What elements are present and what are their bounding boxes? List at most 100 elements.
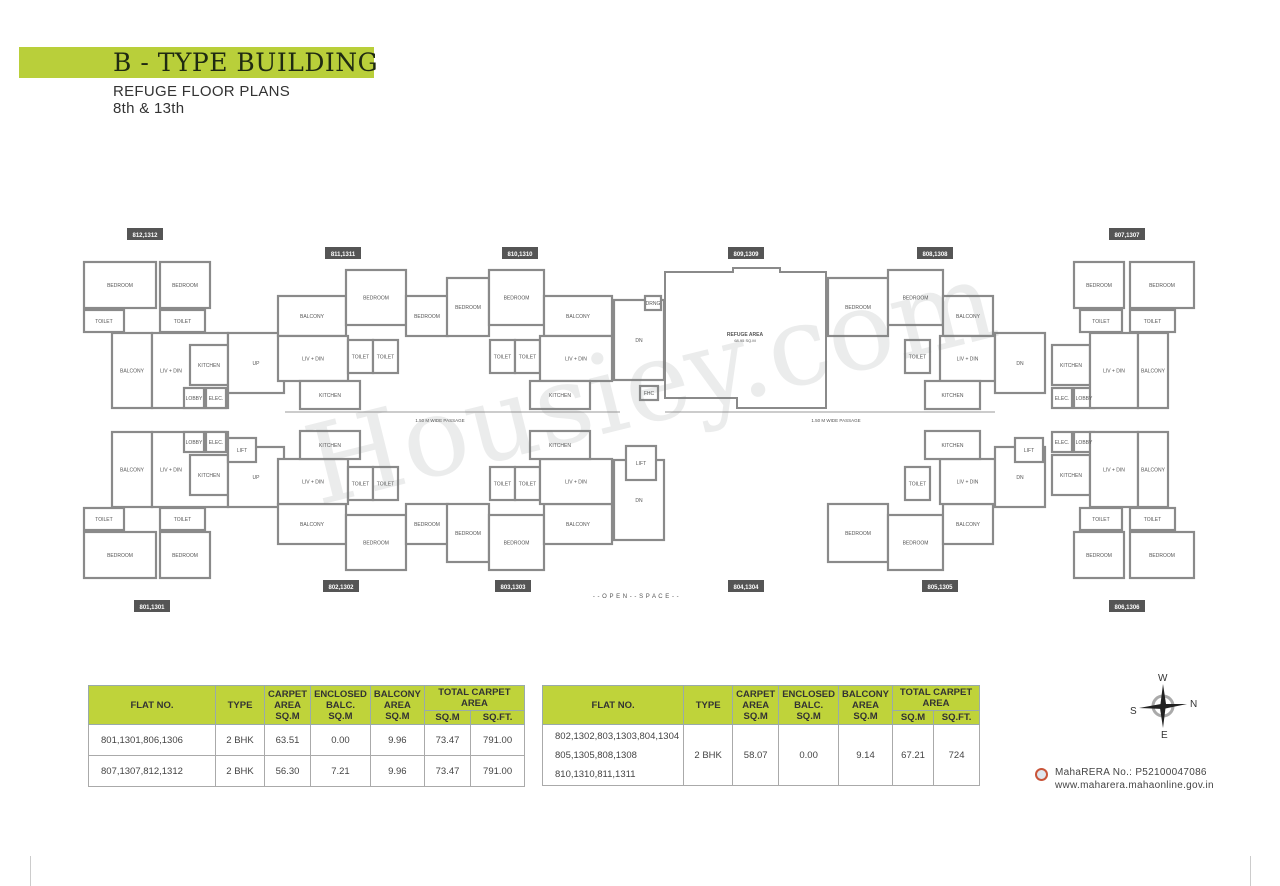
room-label-toilet: TOILET <box>352 482 369 488</box>
passage-label-right: 1.50 M WIDE PASSAGE <box>811 418 860 423</box>
room-label-toilet: TOILET <box>377 482 394 488</box>
cell-total-sqft: 791.00 <box>470 724 525 756</box>
room-kitchen <box>188 453 230 497</box>
passage-label-left: 1.50 M WIDE PASSAGE <box>415 418 464 423</box>
room-label-dn: DN <box>1016 361 1024 367</box>
room-toilet <box>1128 506 1177 532</box>
cell-total-sqm: 73.47 <box>423 724 472 756</box>
room-kitchen <box>528 379 592 411</box>
room-label-drng: DRNG <box>646 301 661 307</box>
room-label-balcony: BALCONY <box>956 522 981 528</box>
th-type: TYPE <box>683 685 734 725</box>
room-label-elec: ELEC. <box>209 440 223 446</box>
room-up <box>226 331 286 395</box>
room-toilet <box>371 465 400 502</box>
flat-tag <box>728 247 764 259</box>
room-living <box>538 334 614 383</box>
page-title: B - TYPE BUILDING <box>113 48 379 77</box>
room-lobby <box>182 386 206 410</box>
room-elec <box>204 430 228 454</box>
rera-number: MahaRERA No.: P52100047086 <box>1055 767 1207 778</box>
flat-tag <box>495 580 531 592</box>
room-living <box>538 457 614 506</box>
room-label-living: LIV + DIN <box>302 480 324 486</box>
room-bedroom <box>82 260 158 310</box>
rera-info: MahaRERA No.: P52100047086 www.maharera.… <box>1055 766 1214 792</box>
cell-type: 2 BHK <box>215 755 265 787</box>
room-label-bedroom: BEDROOM <box>455 531 481 537</box>
room-label-bedroom: BEDROOM <box>903 296 929 302</box>
room-label-balcony: BALCONY <box>120 369 145 375</box>
th-flat-no: FLAT NO. <box>88 685 216 725</box>
room-balcony <box>1136 430 1170 509</box>
flat-tag-label: 808,1308 <box>922 252 948 258</box>
divider <box>1250 856 1251 886</box>
refuge-area-size: 68.95 SQ.M <box>734 338 755 343</box>
cell-balcony: 9.96 <box>369 724 425 756</box>
room-label-balcony: BALCONY <box>300 314 325 320</box>
floor-numbers: 8th & 13th <box>113 100 185 117</box>
room-label-toilet: TOILET <box>494 482 511 488</box>
room-bedroom <box>344 268 408 327</box>
room-label-living: LIV + DIN <box>160 369 182 375</box>
room-dn <box>612 298 666 382</box>
refuge-area <box>664 267 827 409</box>
room-label-bedroom: BEDROOM <box>903 541 929 547</box>
room-label-lift: LIFT <box>237 448 247 454</box>
room-kitchen <box>298 429 362 461</box>
room-kitchen <box>923 379 982 411</box>
room-label-bedroom: BEDROOM <box>414 522 440 528</box>
room-label-living: LIV + DIN <box>160 468 182 474</box>
room-toilet <box>371 338 400 375</box>
th-sqm: SQ.M <box>423 710 472 725</box>
room-bedroom <box>445 276 491 338</box>
room-label-bedroom: BEDROOM <box>504 296 530 302</box>
room-label-dn: DN <box>635 338 643 344</box>
room-living <box>276 457 350 506</box>
room-label-bedroom: BEDROOM <box>1086 283 1112 289</box>
room-balcony <box>110 430 154 509</box>
page-subtitle: REFUGE FLOOR PLANS <box>113 83 291 100</box>
room-living <box>938 457 997 506</box>
room-label-toilet: TOILET <box>909 355 926 361</box>
room-bedroom <box>826 276 890 338</box>
room-label-bedroom: BEDROOM <box>107 283 133 289</box>
room-label-balcony: BALCONY <box>956 314 981 320</box>
room-label-kitchen: KITCHEN <box>942 393 964 399</box>
flat-tag-label: 812,1312 <box>132 233 158 239</box>
room-label-living: LIV + DIN <box>957 357 979 363</box>
room-label-bedroom: BEDROOM <box>455 305 481 311</box>
flat-tag <box>1109 600 1145 612</box>
room-bedroom <box>1072 530 1126 580</box>
room-label-up: UP <box>253 475 261 481</box>
flat-tag <box>325 247 361 259</box>
room-balcony <box>276 502 348 546</box>
flat-tag <box>728 580 764 592</box>
room-fhc <box>638 384 660 402</box>
room-label-bedroom: BEDROOM <box>414 314 440 320</box>
room-label-bedroom: BEDROOM <box>363 541 389 547</box>
room-label-living: LIV + DIN <box>1103 369 1125 375</box>
flat-tag <box>1109 228 1145 240</box>
room-bedroom <box>487 513 546 572</box>
room-toilet <box>903 338 932 375</box>
room-toilet <box>1128 308 1177 334</box>
flat-tag <box>134 600 170 612</box>
divider <box>30 856 31 886</box>
th-type: TYPE <box>215 685 265 725</box>
room-kitchen <box>1050 453 1092 497</box>
room-label-toilet: TOILET <box>174 517 191 523</box>
room-label-toilet: TOILET <box>95 517 112 523</box>
flat-tag-label: 810,1310 <box>507 252 533 258</box>
room-toilet <box>1078 308 1124 334</box>
room-bedroom <box>158 260 212 310</box>
th-flat-no: FLAT NO. <box>541 685 685 725</box>
room-label-toilet: TOILET <box>174 319 191 325</box>
rera-website[interactable]: www.maharera.mahaonline.gov.in <box>1055 780 1214 791</box>
